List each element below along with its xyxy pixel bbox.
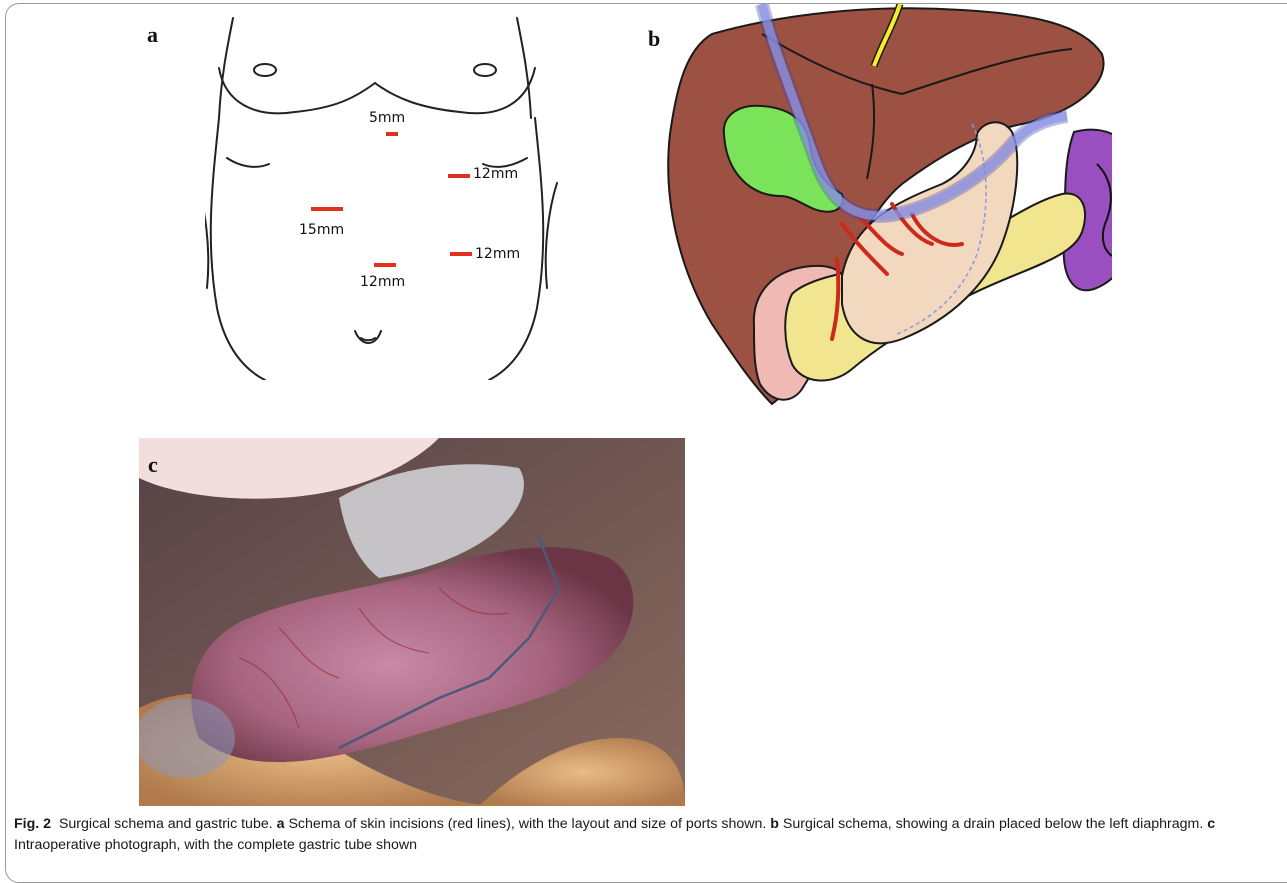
panel-a-incision-schema: a 5mm 12mm 1	[205, 8, 565, 380]
figure-caption: Fig. 2 Surgical schema and gastric tube.…	[14, 814, 1284, 856]
incision-mark-15mm	[311, 207, 343, 211]
caption-b-text: Surgical schema, showing a drain placed …	[783, 816, 1203, 832]
intraoperative-photo-image	[139, 438, 685, 806]
torso-outline-drawing	[205, 8, 565, 380]
panel-b-surgical-schema: b	[642, 4, 1112, 408]
caption-c-letter: c	[1207, 816, 1215, 832]
caption-a-text: Schema of skin incisions (red lines), wi…	[288, 816, 766, 832]
incision-mark-5mm	[386, 132, 398, 136]
panel-b-letter: b	[648, 26, 660, 52]
incision-label-12mm-upper-right: 12mm	[473, 166, 518, 182]
panel-c-intraoperative-photo: c	[139, 438, 685, 806]
incision-mark-12mm-center	[374, 263, 396, 267]
incision-mark-12mm-lower-right	[450, 252, 472, 256]
incision-label-12mm-lower-right: 12mm	[475, 246, 520, 262]
incision-label-5mm: 5mm	[369, 110, 405, 126]
incision-label-15mm: 15mm	[299, 222, 344, 238]
abdominal-organs-drawing	[642, 4, 1112, 408]
caption-c-text: Intraoperative photograph, with the comp…	[14, 837, 417, 853]
caption-b-letter: b	[770, 816, 779, 832]
panel-c-letter: c	[148, 452, 158, 478]
incision-label-12mm-center: 12mm	[360, 274, 405, 290]
caption-a-letter: a	[277, 816, 285, 832]
panel-a-letter: a	[147, 22, 158, 48]
caption-title: Surgical schema and gastric tube.	[59, 816, 273, 832]
caption-fig-label: Fig. 2	[14, 816, 51, 832]
incision-mark-12mm-upper-right	[448, 174, 470, 178]
